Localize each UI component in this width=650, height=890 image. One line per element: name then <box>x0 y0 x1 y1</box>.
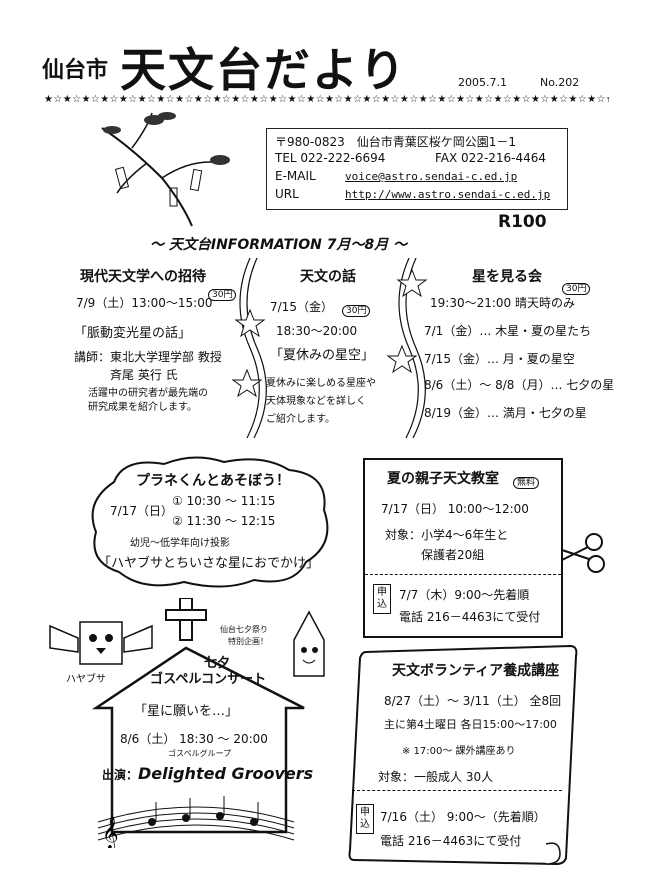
modern-speaker: 講師：東北大学理学部 教授 <box>74 350 222 364</box>
star-stream-divider-left <box>231 258 267 438</box>
planekun-program: 「ハヤブサとちいさな星におでかけ」 <box>98 556 320 571</box>
hayabusa-caption: ハヤブサ <box>66 674 106 685</box>
planekun-slot-2: ② 11:30 ～ 12:15 <box>172 514 276 528</box>
astro-talk-note-2: 天体現象などを詳しく <box>266 396 366 407</box>
astro-talk-time: 18:30～20:00 <box>276 324 358 338</box>
astro-talk-date: 7/15（金） <box>270 300 333 314</box>
volunteer-dates: 8/27（土）～ 3/11（土） 全8回 <box>384 694 562 708</box>
volunteer-target: 対象：一般成人 30人 <box>378 770 494 784</box>
scissors-icon <box>561 533 605 573</box>
masthead-city: 仙台市 <box>42 58 109 83</box>
gospel-group-kana: ゴスペルグループ <box>168 749 232 758</box>
family-class-box: 夏の親子天文教室 無料 7/17（日） 10:00～12:00 対象：小学4～6… <box>363 458 563 638</box>
volunteer-note: ※ 17:00～ 課外講座あり <box>402 746 516 757</box>
gospel-concert-house-frame <box>92 598 305 834</box>
planekun-date: 7/17（日） <box>110 504 173 518</box>
star-watching-badge: 30円 <box>562 283 591 295</box>
star-watching-date-2: 7/15（金）… 月・夏の星空 <box>424 352 575 366</box>
family-class-target-1: 対象：小学4～6年生と <box>385 528 509 542</box>
star-watching-time: 19:30～21:00 晴天時のみ <box>430 296 575 310</box>
modern-badge: 30円 <box>208 289 237 301</box>
gospel-concert-label: ゴスペルコンサート <box>150 672 267 687</box>
family-class-apply-label: 申込 <box>373 584 391 614</box>
contact-box: 〒980-0823 仙台市青葉区桜ケ岡公園1－1 TEL 022-222-669… <box>266 128 568 210</box>
telephone: TEL 022-222-6694 <box>275 151 386 165</box>
star-border: ★☆★☆★☆★☆★☆★☆★☆★☆★☆★☆★☆★☆★☆★☆★☆★☆★☆★☆★☆★☆… <box>44 94 609 105</box>
planekun-character-illustration <box>293 610 325 677</box>
music-staff-illustration: 𝄞 <box>97 796 295 848</box>
planekun-title: プラネくんとあそぼう！ <box>136 473 290 489</box>
special-note-1: 仙台七夕祭り <box>220 625 268 634</box>
astro-talk-badge: 30円 <box>342 305 371 317</box>
modern-talk-title: 「脈動変光星の話」 <box>74 326 192 341</box>
volunteer-title: 天文ボランティア養成講座 <box>392 663 560 679</box>
url-label: URL <box>275 187 299 201</box>
gospel-date: 8/6（土） 18:30 ～ 20:00 <box>120 732 268 746</box>
modern-date: 7/9（土）13:00～15:00 <box>76 296 213 310</box>
astro-talk-note-3: ご紹介します。 <box>266 414 335 425</box>
star-watching-date-3: 8/6（土）～ 8/8（月）… 七夕の星 <box>424 378 615 392</box>
star-watching-date-4: 8/19（金）… 満月・七夕の星 <box>424 406 587 420</box>
star-stream-divider-right <box>386 258 428 438</box>
url-link[interactable]: http://www.astro.sendai-c.ed.jp <box>345 188 551 201</box>
tanabata-bamboo-illustration <box>101 112 230 227</box>
astro-talk-subject: 「夏休みの星空」 <box>270 348 375 363</box>
planekun-audience: 幼児～低学年向け投影 <box>130 538 230 549</box>
volunteer-apply-label: 申込 <box>356 804 374 834</box>
astro-talk-note-1: 夏休みに楽しめる星座や <box>266 378 376 389</box>
email-label: E-MAIL <box>275 169 316 183</box>
modern-speaker-name: 斉尾 英行 氏 <box>110 368 178 382</box>
issue-number: No.202 <box>540 76 580 89</box>
planekun-slot-1: ① 10:30 ～ 11:15 <box>172 494 276 508</box>
tanabata-label: 七夕 <box>204 656 231 671</box>
volunteer-apply-2: 電話 216－4463にて受付 <box>380 834 522 848</box>
modern-note-1: 活躍中の研究者が最先端の <box>88 388 208 399</box>
star-watching-title: 星を見る会 <box>472 269 542 285</box>
family-class-apply-1: 7/7（木）9:00～先着順 <box>399 588 530 602</box>
family-class-date: 7/17（日） 10:00～12:00 <box>381 502 529 516</box>
performer-label: 出演： <box>102 768 139 782</box>
family-class-target-2: 保護者20組 <box>421 548 485 562</box>
volunteer-schedule: 主に第4土曜日 各日15:00～17:00 <box>384 718 557 731</box>
modern-astronomy-title: 現代天文学への招待 <box>80 269 206 285</box>
family-class-title: 夏の親子天文教室 <box>387 471 499 487</box>
volunteer-apply-1: 7/16（土） 9:00～（先着順） <box>380 810 546 824</box>
star-watching-date-1: 7/1（金）… 木星・夏の星たち <box>424 324 592 338</box>
performer-name: Delighted Groovers <box>138 764 314 783</box>
hayabusa-probe-illustration <box>49 621 153 665</box>
family-class-badge: 無料 <box>513 477 540 489</box>
address: 〒980-0823 仙台市青葉区桜ケ岡公園1－1 <box>275 135 517 149</box>
planekun-cloud-frame <box>91 456 329 588</box>
svg-text:𝄞: 𝄞 <box>102 816 119 848</box>
masthead-title: 天文台だより <box>120 43 408 97</box>
modern-note-2: 研究成果を紹介します。 <box>88 402 197 413</box>
family-class-apply-2: 電話 216－4463にて受付 <box>399 610 541 624</box>
email-link[interactable]: voice@astro.sendai-c.ed.jp <box>345 170 518 183</box>
r100-logo: R100 <box>498 212 547 232</box>
issue-date: 2005.7.1 <box>458 76 507 89</box>
astro-talk-title: 天文の話 <box>300 269 356 285</box>
info-header: ～ 天文台INFORMATION 7月～8月 ～ <box>150 237 408 253</box>
volunteer-course-scroll-frame <box>348 644 578 866</box>
special-note-2: 特別企画！ <box>228 637 268 646</box>
gospel-subtitle: 「星に願いを…」 <box>134 704 239 719</box>
fax: FAX 022-216-4464 <box>435 151 547 165</box>
